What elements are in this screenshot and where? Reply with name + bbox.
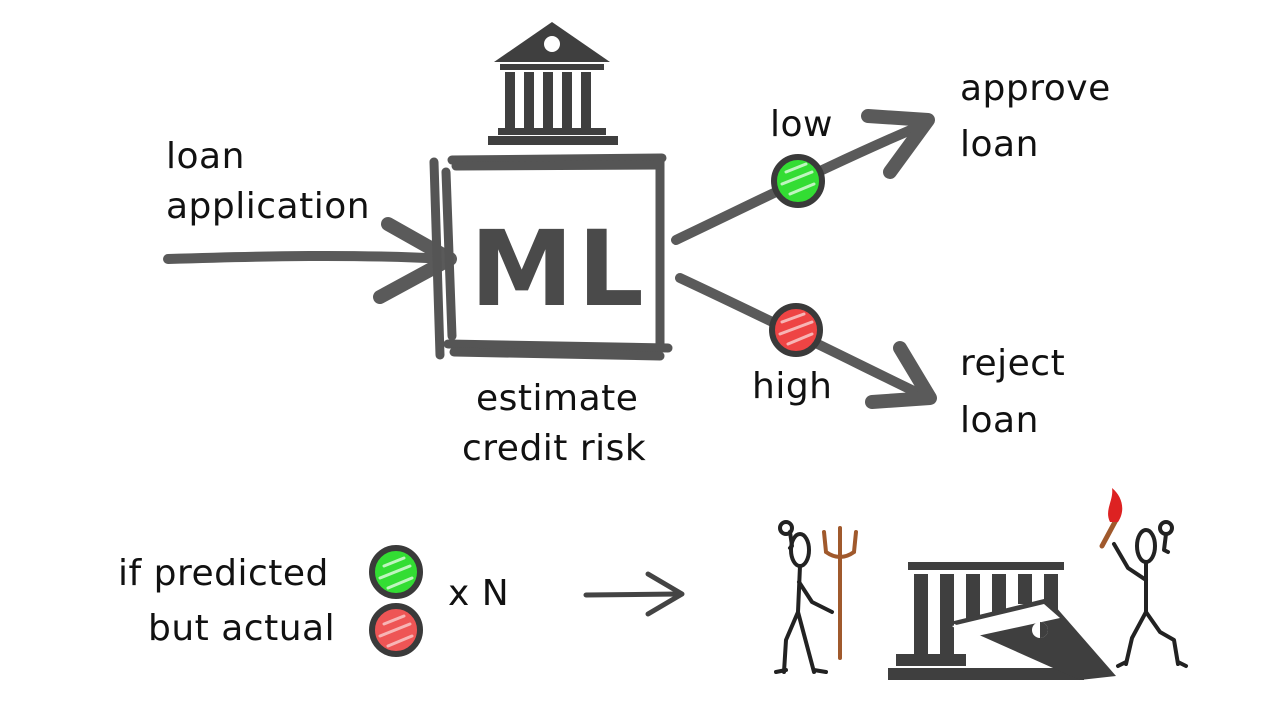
reject-label-line1: reject <box>960 343 1065 384</box>
high-risk-dot <box>769 303 823 357</box>
input-label-line1: loan <box>166 136 245 177</box>
model-caption-line2: credit risk <box>462 428 646 469</box>
ml-model-box <box>429 153 673 361</box>
high-risk-dot-highlight <box>778 312 814 346</box>
low-risk-label: low <box>770 104 833 145</box>
consequence-arrow <box>583 571 685 617</box>
actual-dot-highlight <box>378 614 414 648</box>
predicted-line: if predicted <box>118 553 329 594</box>
approve-label-line1: approve <box>960 68 1111 109</box>
bank-building-icon <box>488 22 618 145</box>
high-risk-label: high <box>752 366 833 407</box>
multiplier-label: x N <box>448 573 509 614</box>
pitchfork-icon <box>822 526 858 660</box>
angry-person-icon <box>774 520 834 674</box>
ml-box-label: ML <box>470 208 648 330</box>
low-risk-dot <box>771 154 825 208</box>
input-label-line2: application <box>166 186 370 227</box>
actual-line: but actual <box>148 608 335 649</box>
angry-person-with-torch-icon <box>1112 520 1188 668</box>
predicted-dot-highlight <box>378 556 414 590</box>
approve-label-line2: loan <box>960 124 1039 165</box>
low-risk-dot-highlight <box>780 162 816 196</box>
reject-label-line2: loan <box>960 400 1039 441</box>
model-caption-line1: estimate <box>476 378 638 419</box>
torch-icon <box>1099 488 1123 549</box>
collapsed-bank-icon <box>888 562 1116 680</box>
input-arrow <box>163 217 457 304</box>
